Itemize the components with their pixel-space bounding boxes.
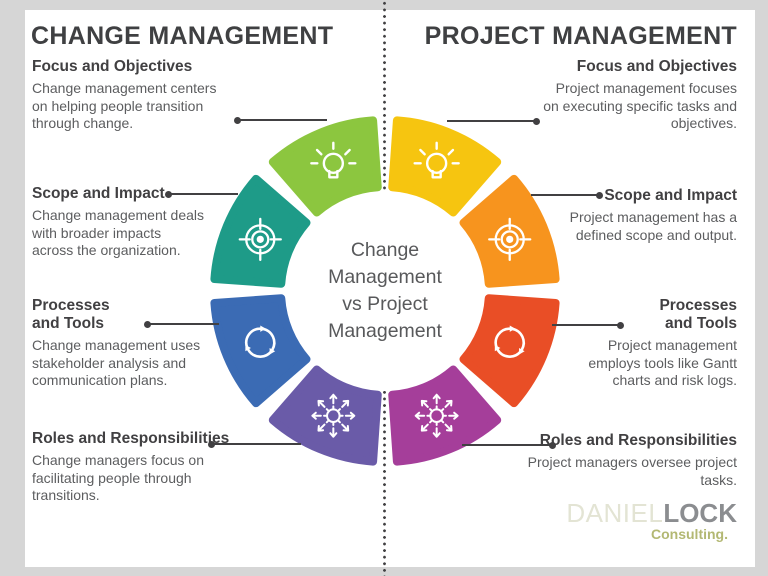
section-body: Project management employs tools like Ga…	[588, 337, 737, 388]
section-body: Change management uses stakeholder analy…	[32, 337, 201, 388]
leader-dot	[617, 321, 624, 329]
section-title: Processes and Tools	[32, 297, 110, 332]
section-title: Roles and Responsibilities	[539, 432, 737, 449]
leader-change-processes	[144, 320, 219, 328]
section-change-focus: Focus and Objectives Change management c…	[32, 58, 267, 133]
logo-tagline: Consulting.	[651, 526, 728, 542]
leader-project-focus	[447, 117, 540, 125]
section-title: Scope and Impact	[604, 187, 737, 204]
section-project-roles: Roles and Responsibilities Project manag…	[502, 432, 737, 489]
leader-project-scope	[531, 191, 603, 199]
logo-daniel-text: DANIEL	[566, 498, 664, 528]
section-change-scope: Scope and Impact Change management deals…	[32, 185, 267, 260]
section-title: Roles and Responsibilities	[32, 430, 230, 447]
section-body: Project management focuses on executing …	[543, 80, 737, 131]
left-header: CHANGE MANAGEMENT	[31, 22, 334, 50]
leader-change-focus	[234, 116, 327, 124]
leader-project-processes	[552, 321, 624, 329]
section-body: Change management centers on helping peo…	[32, 80, 217, 131]
section-body: Change managers focus on facilitating pe…	[32, 452, 204, 503]
section-project-scope: Scope and Impact Project management has …	[502, 187, 737, 244]
section-title: Focus and Objectives	[576, 58, 737, 75]
section-body: Change management deals with broader imp…	[32, 207, 205, 258]
leader-dot	[596, 191, 603, 199]
leader-dot	[165, 190, 172, 198]
right-header: PROJECT MANAGEMENT	[424, 22, 737, 50]
logo-wordmark: DANIELLOCK	[566, 500, 737, 526]
leader-dot	[533, 117, 540, 125]
section-title: Focus and Objectives	[32, 58, 193, 75]
leader-change-scope	[165, 190, 238, 198]
section-title: Scope and Impact	[32, 185, 165, 202]
leader-dot	[234, 116, 241, 124]
section-change-processes: Processes and Tools Change management us…	[32, 297, 267, 390]
wheel-center-title: Change Management vs Project Management	[328, 239, 442, 342]
section-project-processes: Processes and Tools Project management e…	[502, 297, 737, 390]
leader-dot	[144, 320, 151, 328]
section-change-roles: Roles and Responsibilities Change manage…	[32, 430, 267, 505]
section-project-focus: Focus and Objectives Project management …	[502, 58, 737, 133]
logo-lock-text: LOCK	[663, 498, 737, 528]
leader-change-roles	[208, 440, 301, 448]
section-body: Project managers oversee project tasks.	[527, 454, 737, 488]
section-title: Processes and Tools	[659, 297, 737, 332]
leader-dot	[549, 441, 556, 449]
leader-project-roles	[462, 441, 556, 449]
leader-dot	[208, 440, 215, 448]
section-body: Project management has a defined scope a…	[569, 209, 737, 243]
daniel-lock-logo: DANIELLOCK Consulting.	[566, 500, 737, 542]
